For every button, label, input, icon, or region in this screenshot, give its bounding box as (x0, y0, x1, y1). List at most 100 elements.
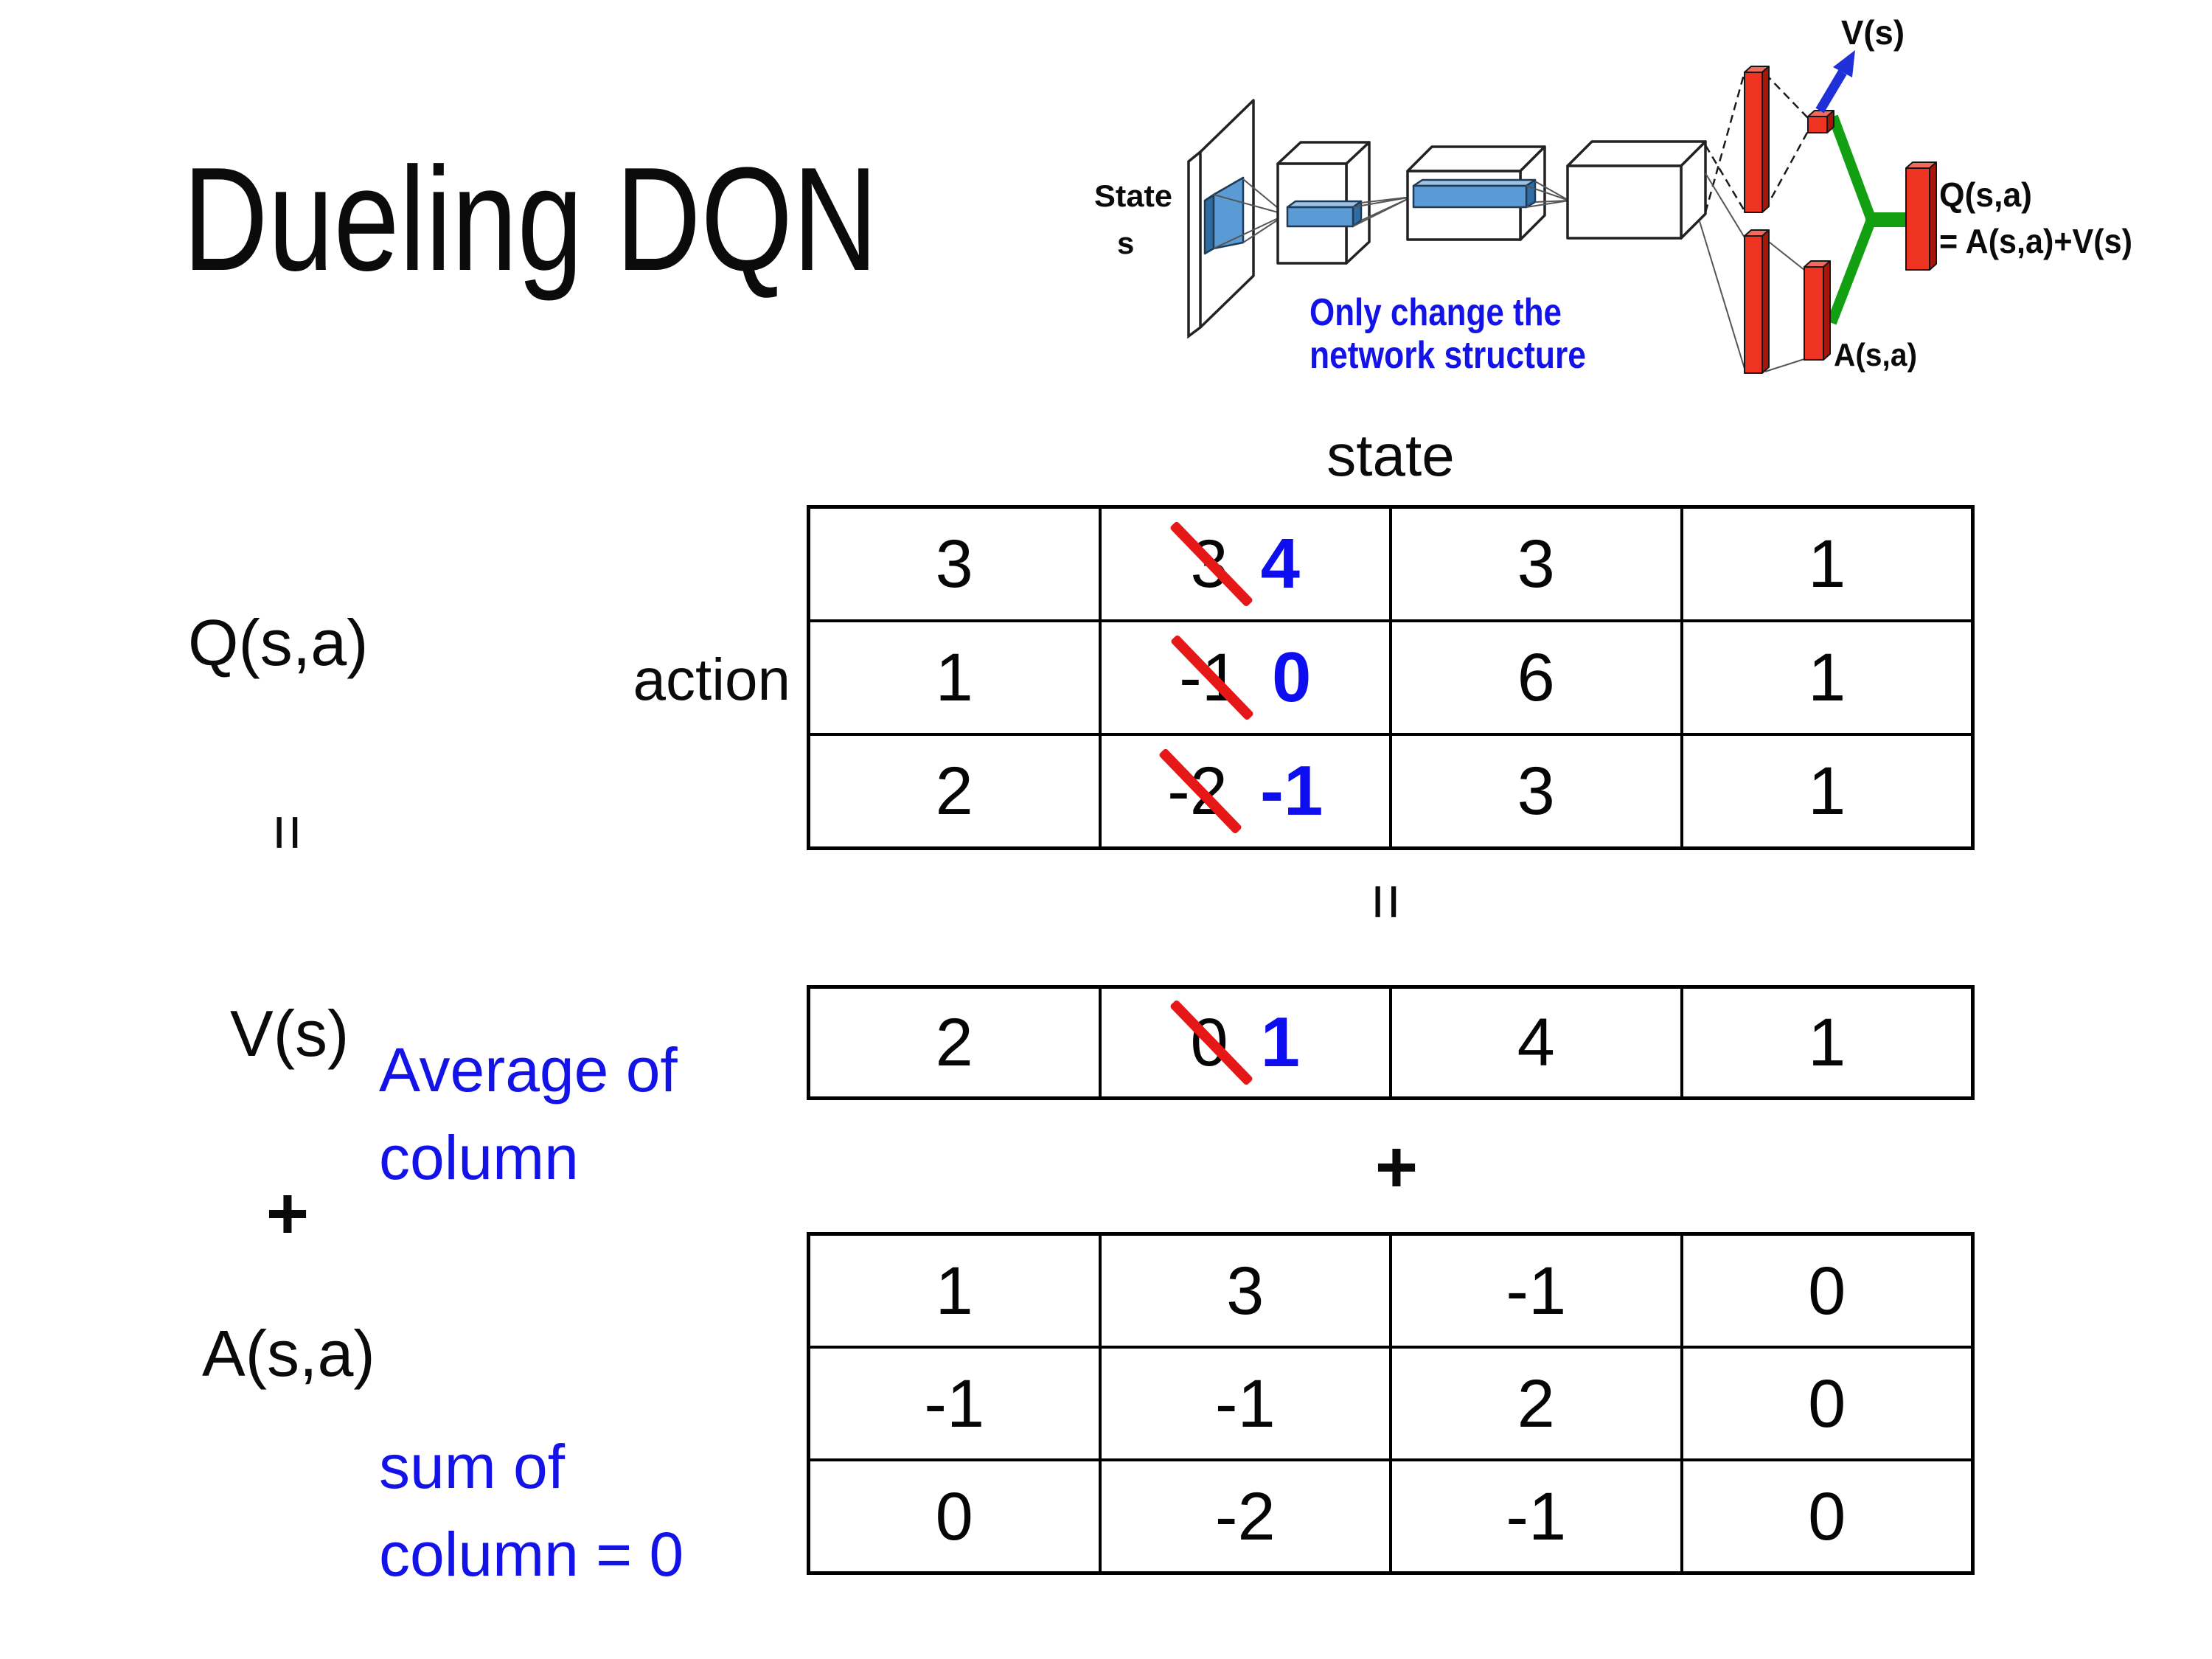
table-cell: 6 (1391, 621, 1682, 734)
cell-value: 1 (1808, 754, 1846, 829)
fc-node-value (1807, 110, 1834, 133)
feature-bar-2 (1412, 178, 1537, 209)
corrected-value: 0 (1271, 638, 1312, 717)
table-cell: 3 (809, 507, 1100, 621)
cell-value: 4 (1517, 1005, 1555, 1080)
cell-value: -1 (1506, 1478, 1567, 1554)
table-cell: 2 (809, 987, 1100, 1098)
diagram-state-label: State (1094, 178, 1172, 213)
table-cell: -1 (809, 1347, 1100, 1460)
crossed-out-value: -2 (1158, 748, 1243, 835)
diagram-v-label: V(s) (1841, 13, 1905, 52)
table-cell: -2 (1099, 1460, 1391, 1573)
crossed-out-value: -1 (1169, 634, 1255, 721)
cell-value: 0 (1808, 1253, 1846, 1329)
cell-value: -1 (1214, 1366, 1276, 1441)
state-values-table: 20141 (807, 985, 1975, 1100)
table-cell: 1 (809, 1234, 1100, 1347)
table-cell: 1 (1681, 734, 1972, 848)
table-cell: 3 (1391, 734, 1682, 848)
corrected-value: 4 (1260, 524, 1301, 603)
advantage-function-label: A(s,a) (202, 1317, 375, 1390)
table-cell: 1 (1681, 987, 1972, 1098)
table-cell: -1 (1391, 1234, 1682, 1347)
cell-value: 0 (1808, 1366, 1846, 1441)
equals-glyph: = (251, 813, 323, 852)
cell-value: 2 (1517, 1366, 1555, 1441)
cell-value: 3 (935, 526, 973, 602)
diagram-a-label: A(s,a) (1834, 337, 1917, 373)
value-function-label: V(s) (230, 997, 349, 1070)
table-cell: 1 (809, 621, 1100, 734)
equals-sign-middle: = (1349, 869, 1423, 935)
cell-value: -2 (1214, 1478, 1276, 1554)
table-cell: 3 (1391, 507, 1682, 621)
fc-dashed-lines (1704, 72, 1809, 213)
cell-value: -1 (1506, 1253, 1567, 1329)
sum-note: sum of column = 0 (379, 1432, 684, 1590)
cell-value: 3 (1517, 754, 1555, 829)
table-cell: -2-1 (1099, 734, 1391, 848)
equals-sign-left: = (251, 799, 324, 866)
network-diagram: State s V(s) Q(s,a) = A(s,a)+V(s) A(s,a)… (1094, 13, 2132, 377)
table-cell: 4 (1391, 987, 1682, 1098)
diagram-note-line1: Only change the (1310, 291, 1562, 334)
table-cell: -1 (1391, 1460, 1682, 1573)
cell-value: 2 (935, 754, 973, 829)
cell-value: 6 (1517, 640, 1555, 715)
diagram-q-formula: = A(s,a)+V(s) (1939, 222, 2132, 260)
state-header: state (1326, 422, 1455, 488)
plus-sign-left: + (265, 1172, 310, 1255)
corrected-value: -1 (1259, 751, 1324, 830)
table-cell: 1 (1681, 621, 1972, 734)
table-cell: 2 (809, 734, 1100, 848)
cell-value: 1 (1808, 640, 1846, 715)
cell-value: 1 (1808, 526, 1846, 602)
table-cell: 34 (1099, 507, 1391, 621)
cell-value: 0 (1808, 1478, 1846, 1554)
table-cell: -10 (1099, 621, 1391, 734)
diagram-note-line2: network structure (1310, 334, 1586, 377)
cell-value: 1 (935, 640, 973, 715)
strike-line (1169, 521, 1253, 608)
equals-glyph: = (1350, 883, 1422, 921)
table-cell: 2 (1391, 1347, 1682, 1460)
cell-value: 3 (1226, 1253, 1265, 1329)
cell-value: 2 (935, 1005, 973, 1080)
crossed-out-value: 0 (1169, 999, 1253, 1086)
table-cell: -1 (1099, 1347, 1391, 1460)
cell-value: -1 (924, 1366, 985, 1441)
cell-value: 1 (935, 1253, 973, 1329)
strike-line (1169, 999, 1253, 1086)
strike-line (1169, 634, 1255, 721)
table-cell: 0 (1681, 1234, 1972, 1347)
fc-bar-value-hidden (1744, 66, 1770, 213)
fc-solid-lines (1699, 173, 1805, 372)
cell-value: 3 (1517, 526, 1555, 602)
average-note: Average of column (379, 1035, 678, 1193)
table-cell: 0 (809, 1460, 1100, 1573)
value-arrow (1815, 50, 1855, 114)
aggregate-connector (1826, 114, 1909, 325)
table-cell: 3 (1099, 1234, 1391, 1347)
strike-line (1158, 748, 1243, 835)
diagram-q-label: Q(s,a) (1939, 175, 2032, 214)
table-cell: 1 (1681, 507, 1972, 621)
table-cell: 01 (1099, 987, 1391, 1098)
q-function-label: Q(s,a) (188, 606, 369, 679)
fc-bar-advantage-out (1804, 260, 1831, 361)
diagram-state-s-label: s (1117, 226, 1134, 260)
action-label: action (633, 647, 790, 712)
fc-bar-q-out (1905, 161, 1937, 271)
conv-lines-3 (1526, 181, 1570, 208)
plus-sign-middle: + (1374, 1126, 1419, 1208)
slide-title: Dueling DQN (183, 137, 878, 302)
conv-box-3 (1566, 140, 1707, 240)
cell-value: 1 (1808, 1005, 1846, 1080)
advantage-values-table: 1 3 -1 0 -1 -1 2 0 0 -2 -1 0 (807, 1232, 1975, 1575)
cell-value: 0 (935, 1478, 973, 1554)
conv-lines-2 (1352, 196, 1413, 227)
corrected-value: 1 (1260, 1003, 1301, 1082)
